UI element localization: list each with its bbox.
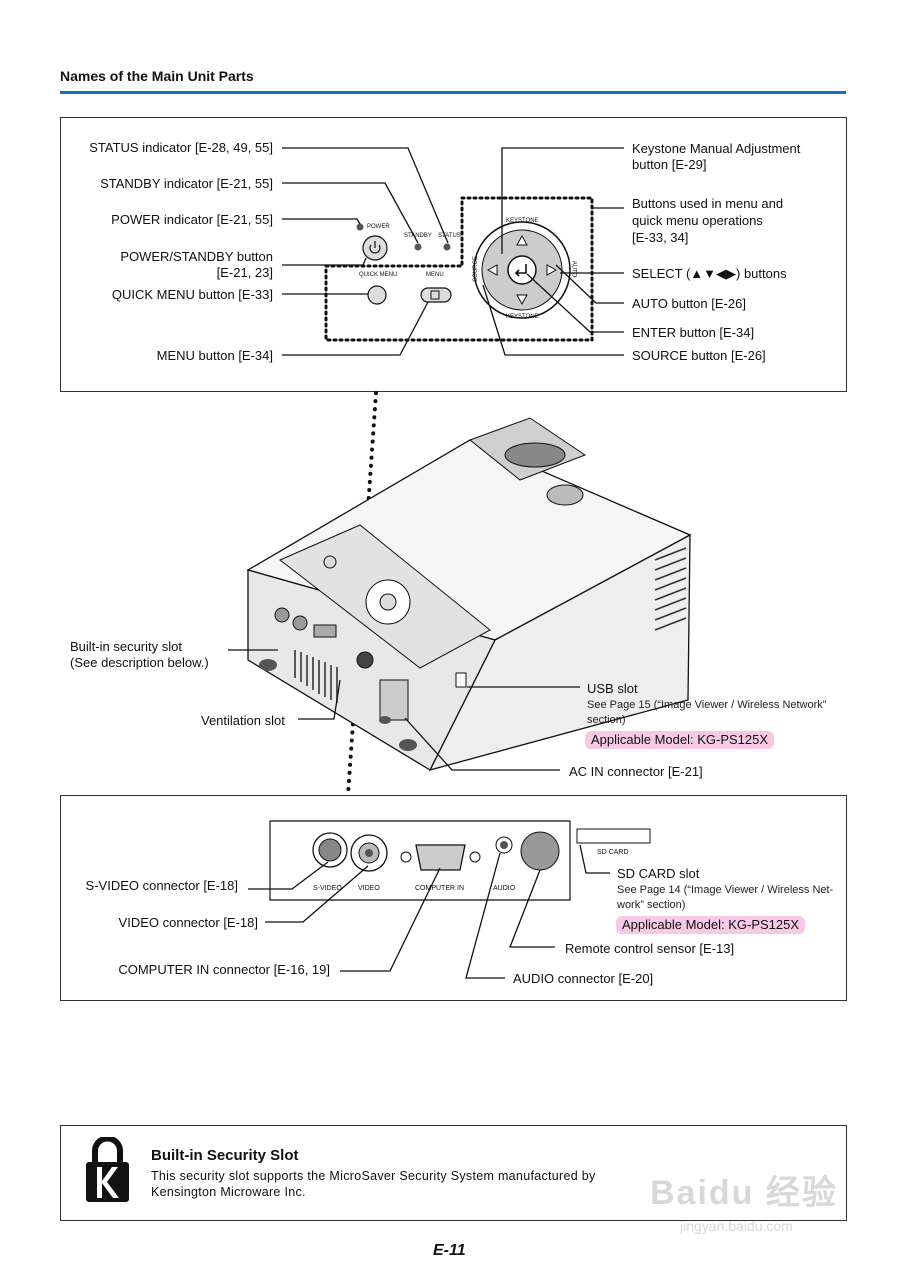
label-menu-ops-line2: quick menu operations xyxy=(632,213,763,228)
label-security-slot-line2: (See description below.) xyxy=(70,655,209,670)
label-sd-card-slot: SD CARD slot xyxy=(617,866,700,881)
label-select-buttons: SELECT (▲▼◀▶) buttons xyxy=(632,266,787,281)
label-security-slot-line1: Built-in security slot xyxy=(70,639,182,654)
port-label-audio: AUDIO xyxy=(493,885,516,892)
sd-note-line1: See Page 14 (“Image Viewer / Wireless Ne… xyxy=(617,884,834,896)
label-keystone-line1: Keystone Manual Adjustment xyxy=(632,141,801,156)
port-label-video: VIDEO xyxy=(358,885,380,892)
label-audio-connector: AUDIO connector [E-20] xyxy=(513,971,654,986)
panel-label-standby: STANDBY xyxy=(404,233,432,239)
sd-model-badge: Applicable Model: KG-PS125X xyxy=(616,916,806,934)
control-panel-diagram xyxy=(60,117,847,392)
watermark-brand: Baidu 经验 xyxy=(650,1174,838,1212)
sd-note-line2: work” section) xyxy=(617,899,686,911)
label-auto-button: AUTO button [E-26] xyxy=(632,296,746,311)
label-menu-button: MENU button [E-34] xyxy=(156,348,273,363)
label-video-connector: VIDEO connector [E-18] xyxy=(118,915,258,930)
panel-label-status: STATUS xyxy=(438,233,461,239)
watermark-url: jingyan.baidu.com xyxy=(680,1218,793,1234)
label-enter-button: ENTER button [E-34] xyxy=(632,325,755,340)
page-number: E-11 xyxy=(433,1242,466,1259)
usb-model-badge: Applicable Model: KG-PS125X xyxy=(585,731,775,749)
kensington-lock-icon xyxy=(86,1137,129,1202)
label-power-button-line2: [E-21, 23] xyxy=(216,265,273,280)
security-box-body-line2: Kensington Microware Inc. xyxy=(151,1185,306,1199)
usb-note-line2: section) xyxy=(587,714,626,726)
label-power-button-line1: POWER/STANDBY button xyxy=(120,249,273,264)
label-keystone-line2: button [E-29] xyxy=(632,157,707,172)
security-note-box xyxy=(60,1125,847,1221)
port-label-sd: SD CARD xyxy=(597,849,629,856)
label-standby-indicator: STANDBY indicator [E-21, 55] xyxy=(100,176,273,191)
usb-note-line1: See Page 15 (“Image Viewer / Wireless Ne… xyxy=(587,699,827,711)
label-svideo-connector: S-VIDEO connector [E-18] xyxy=(85,878,238,893)
label-ventilation-slot: Ventilation slot xyxy=(201,713,285,728)
rear-panel-diagram xyxy=(60,795,847,1001)
label-usb-slot: USB slot xyxy=(587,681,638,696)
label-quick-menu-button: QUICK MENU button [E-33] xyxy=(111,287,273,302)
label-computer-in-connector: COMPUTER IN connector [E-16, 19] xyxy=(118,962,330,977)
port-label-svideo: S-VIDEO xyxy=(313,885,342,892)
panel-label-power: POWER xyxy=(367,224,390,230)
panel-label-keystone-bottom: KEYSTONE xyxy=(506,314,539,320)
section-title: Names of the Main Unit Parts xyxy=(60,68,254,84)
label-status-indicator: STATUS indicator [E-28, 49, 55] xyxy=(89,140,273,155)
port-label-computer: COMPUTER IN xyxy=(415,885,464,892)
panel-label-menu: MENU xyxy=(426,272,444,278)
security-box-body-line1: This security slot supports the MicroSav… xyxy=(151,1169,596,1183)
label-source-button: SOURCE button [E-26] xyxy=(632,348,766,363)
label-menu-ops-line1: Buttons used in menu and xyxy=(632,196,784,211)
title-rule xyxy=(60,91,846,94)
label-remote-sensor: Remote control sensor [E-13] xyxy=(565,941,735,956)
security-box-title: Built-in Security Slot xyxy=(151,1147,299,1164)
label-ac-in: AC IN connector [E-21] xyxy=(569,764,703,779)
panel-label-keystone-top: KEYSTONE xyxy=(506,218,539,224)
label-menu-ops-line3: [E-33, 34] xyxy=(632,230,689,245)
label-power-indicator: POWER indicator [E-21, 55] xyxy=(111,212,273,227)
panel-label-quick-menu: QUICK MENU xyxy=(359,272,398,278)
